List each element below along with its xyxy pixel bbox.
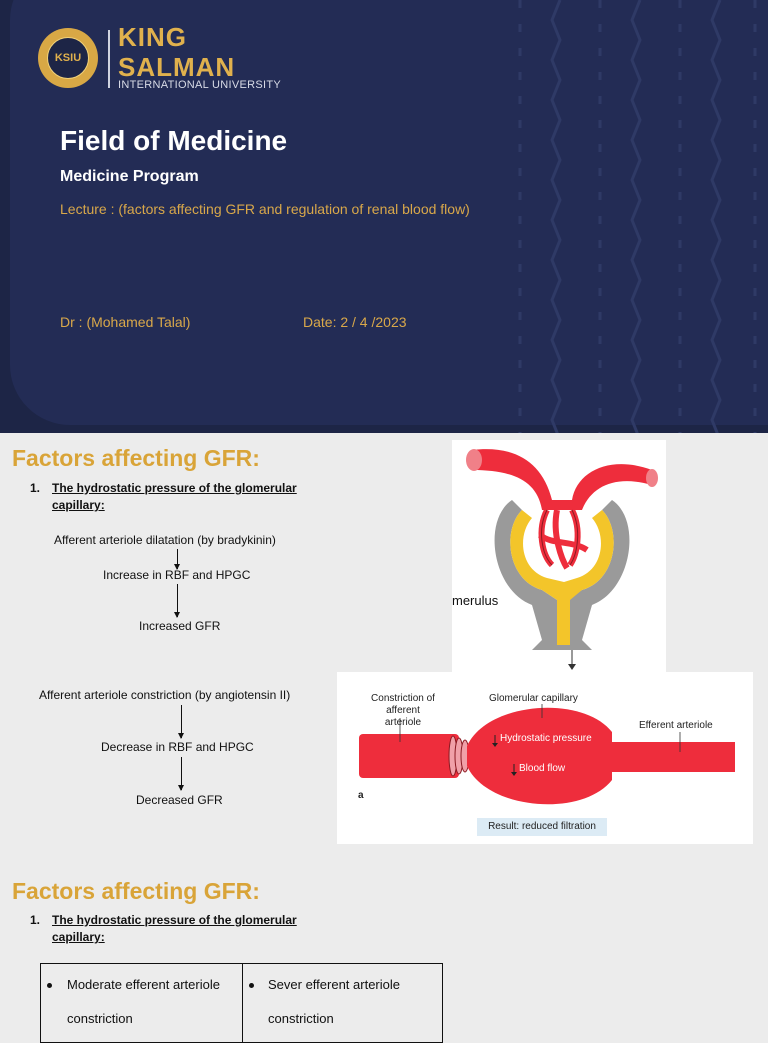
- glomerular-capillary-label: Glomerular capillary: [489, 693, 578, 704]
- glomerulus-label: merulus: [452, 593, 499, 608]
- flow2-step2: Decrease in RBF and HPGC: [101, 740, 254, 754]
- university-name-line2: SALMAN: [118, 52, 236, 82]
- item-number: 1.: [30, 481, 41, 495]
- cover-slide: KSIU KING SALMAN INTERNATIONAL UNIVERSIT…: [0, 0, 768, 433]
- flow2-step3: Decreased GFR: [136, 793, 223, 807]
- logo-text: KSIU: [47, 37, 89, 79]
- down-arrow-icon: [174, 584, 180, 618]
- university-subtitle: INTERNATIONAL UNIVERSITY: [118, 79, 282, 91]
- university-logo: KSIU: [38, 28, 98, 88]
- flow2-step1: Afferent arteriole constriction (by angi…: [39, 688, 291, 702]
- flow1-step2: Increase in RBF and HPGC: [103, 568, 251, 582]
- hydrostatic-pressure-label: Hydrostatic pressure: [500, 733, 592, 744]
- result-box: Result: reduced filtration: [477, 818, 607, 836]
- flow1-step1: Afferent arteriole dilatation (by bradyk…: [54, 533, 276, 547]
- program-name: Medicine Program: [60, 168, 199, 185]
- lecture-date: Date: 2 / 4 /2023: [303, 314, 407, 330]
- section-heading: Factors affecting GFR:: [12, 445, 260, 471]
- page-title: Field of Medicine: [60, 125, 288, 156]
- down-arrow-icon: [174, 549, 180, 570]
- constriction-label: Constriction of afferent arteriole: [371, 693, 435, 728]
- panel-letter: a: [358, 790, 364, 801]
- efferent-arteriole-label: Efferent arteriole: [639, 720, 713, 731]
- comparison-table: Moderate efferent arteriole constriction…: [40, 963, 443, 1043]
- logo-divider: [108, 30, 110, 88]
- doctor-name: Dr : (Mohamed Talal): [60, 314, 191, 330]
- bullet-icon: [249, 983, 254, 988]
- table-cell-1-line1: Moderate efferent arteriole: [67, 977, 220, 992]
- section-heading-2: Factors affecting GFR:: [12, 878, 260, 904]
- constriction-figure: Constriction of afferent arteriole Glome…: [337, 672, 753, 844]
- university-name-line1: KING: [118, 22, 187, 52]
- down-arrow-icon: [178, 705, 184, 739]
- blood-flow-label: Blood flow: [519, 763, 566, 774]
- down-arrow-icon: [178, 757, 184, 791]
- glomerulus-figure: merulus: [452, 440, 666, 672]
- item-text-2: The hydrostatic pressure of the glomerul…: [52, 913, 297, 945]
- flow1-step3: Increased GFR: [139, 619, 221, 633]
- bullet-icon: [47, 983, 52, 988]
- zigzag-pattern: [518, 0, 757, 433]
- table-cell-2-line1: Sever efferent arteriole: [268, 977, 400, 992]
- cover-panel: [10, 0, 768, 425]
- table-cell-1-line2: constriction: [67, 1011, 133, 1026]
- item-text: The hydrostatic pressure of the glomerul…: [52, 481, 297, 513]
- table-cell-2-line2: constriction: [268, 1011, 334, 1026]
- lecture-title: Lecture : (factors affecting GFR and reg…: [60, 201, 470, 217]
- table-divider: [242, 964, 243, 1042]
- item-number-2: 1.: [30, 913, 41, 927]
